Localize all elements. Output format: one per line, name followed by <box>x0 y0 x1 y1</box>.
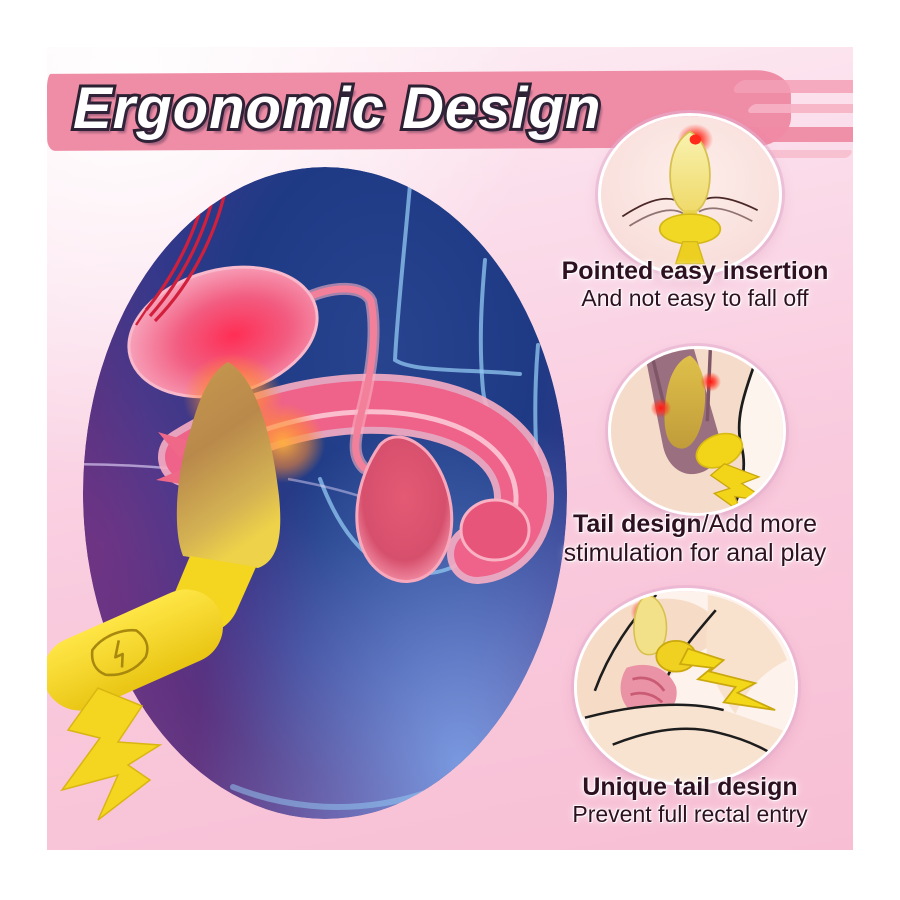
feature-diagram-pointed-insertion <box>598 113 782 276</box>
plug-bulb-inserted <box>664 355 706 449</box>
plug-bulb-inserted <box>633 594 668 656</box>
leg-shape <box>588 703 792 783</box>
vibration-glow-core <box>689 134 702 145</box>
thigh-contour-line <box>584 703 724 719</box>
feature-subtext: And not easy to fall off <box>581 285 809 311</box>
plug-tail <box>678 647 776 711</box>
testicle-shape <box>296 282 454 583</box>
plug-device <box>47 362 281 821</box>
feature-heading: Unique tail design <box>582 773 798 801</box>
plug-base <box>658 213 722 245</box>
page-title: Ergonomic Design <box>70 73 603 144</box>
brush-streak <box>746 104 853 113</box>
feature-heading: Pointed easy insertion <box>561 257 829 285</box>
feature-heading-line: Tail design/Add more <box>525 510 853 539</box>
plug-cone-inserted <box>176 362 281 568</box>
buttock-left <box>577 598 726 719</box>
feature-diagram-tail-stimulation <box>608 346 786 516</box>
vibration-glow-dot <box>650 398 672 418</box>
brush-streak <box>730 80 853 93</box>
feature-caption-tail-stimulation: Tail design/Add more stimulation for ana… <box>525 510 853 567</box>
plug-base <box>47 589 223 711</box>
plug-tail <box>674 240 706 265</box>
feature-caption-pointed-insertion: Pointed easy insertion And not easy to f… <box>525 257 853 312</box>
feature-heading-suffix: /Add more <box>701 510 818 538</box>
feature-diagram-tail-stopper <box>574 588 798 786</box>
infographic-canvas: Ergonomic Design <box>47 47 853 850</box>
lightning-button-icon <box>90 628 149 677</box>
plug-tail <box>60 687 163 821</box>
vibration-glow-dot <box>700 371 722 392</box>
feature-subtext: stimulation for anal play <box>563 539 827 567</box>
anatomy-cross-section-illustration <box>47 167 567 821</box>
feature-caption-tail-stopper: Unique tail design Prevent full rectal e… <box>520 773 853 828</box>
anus-folds <box>630 676 666 704</box>
feature-heading: Tail design <box>572 510 702 538</box>
feature-subtext: Prevent full rectal entry <box>572 801 808 827</box>
